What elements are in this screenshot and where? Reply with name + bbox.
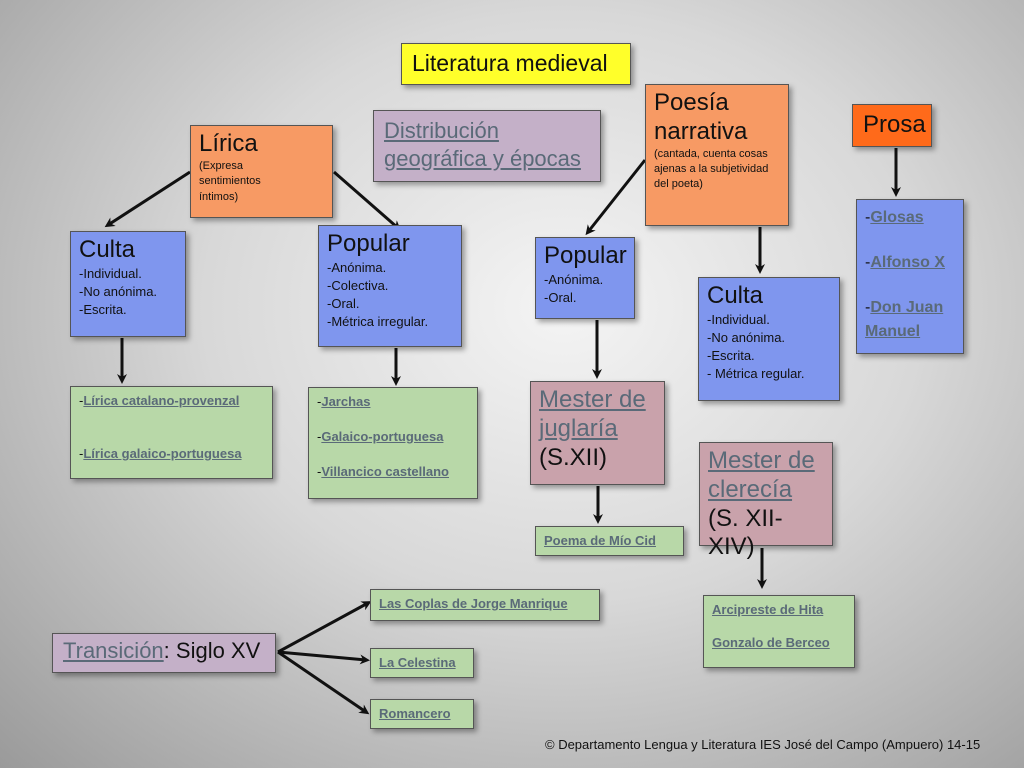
- mio-cid-link[interactable]: Poema de Mío Cid: [544, 533, 656, 548]
- mester-clerecia-box: Mester de clerecía (S. XII-XIV): [699, 442, 833, 560]
- distribucion-line1[interactable]: Distribución: [384, 118, 499, 143]
- arrow-transicion-celestina: [277, 650, 370, 665]
- footer-credit: © Departamento Lengua y Literatura IES J…: [545, 737, 981, 752]
- narrativa-popular-item: -Anónima.: [544, 271, 604, 287]
- narrativa-culta-item: -Escrita.: [707, 348, 755, 364]
- example-galaico-portuguesa[interactable]: -Lírica galaico-portuguesa: [79, 446, 242, 461]
- title-box: Literatura medieval: [401, 43, 631, 85]
- transicion-box: Transición: Siglo XV: [52, 633, 276, 673]
- narrativa-culta-box: Culta -Individual. -No anónima. -Escrita…: [698, 277, 840, 401]
- coplas-box: Las Coplas de Jorge Manrique: [370, 589, 600, 621]
- example-galaico-portuguesa-popular[interactable]: -Galaico-portuguesa: [317, 429, 444, 444]
- clerecia-century: (S. XII-XIV): [708, 504, 783, 561]
- romancero-box: Romancero: [370, 699, 474, 729]
- poesia-description: (cantada, cuenta cosas ajenas a la subje…: [654, 147, 769, 191]
- narrativa-culta-heading: Culta: [707, 282, 764, 309]
- romancero-link[interactable]: Romancero: [379, 706, 451, 721]
- prosa-item-don-juan[interactable]: -Don Juan Manuel: [865, 299, 944, 340]
- narrativa-popular-item: -Oral.: [544, 289, 577, 305]
- transicion-link[interactable]: Transición: [63, 638, 164, 663]
- page-title: Literatura medieval: [412, 50, 608, 76]
- lirica-popular-item: -Colectiva.: [327, 277, 389, 293]
- celestina-link[interactable]: La Celestina: [379, 655, 456, 670]
- lirica-culta-item: -Individual.: [79, 265, 142, 281]
- mester-juglaria-box: Mester de juglaría (S.XII): [530, 381, 665, 485]
- narrativa-culta-item: -Individual.: [707, 311, 770, 327]
- distribucion-line2[interactable]: geográfica y épocas: [384, 145, 581, 171]
- lirica-popular-box: Popular -Anónima. -Colectiva. -Oral. -Mé…: [318, 225, 462, 347]
- lirica-box: Lírica (Expresa sentimientos íntimos): [190, 125, 333, 218]
- example-villancico[interactable]: -Villancico castellano: [317, 464, 449, 479]
- lirica-culta-item: -Escrita.: [79, 302, 127, 318]
- transicion-rest: : Siglo XV: [163, 638, 261, 663]
- narrativa-popular-heading: Popular: [544, 242, 627, 269]
- narrativa-culta-item: -No anónima.: [707, 329, 786, 345]
- prosa-list-box: -Glosas -Alfonso X -Don Juan Manuel: [856, 199, 964, 354]
- example-berceo[interactable]: Gonzalo de Berceo: [712, 635, 830, 650]
- prosa-heading: Prosa: [863, 111, 926, 138]
- narrativa-popular-box: Popular -Anónima. -Oral.: [535, 237, 635, 319]
- mio-cid-box: Poema de Mío Cid: [535, 526, 684, 556]
- juglaria-line2[interactable]: juglaría: [539, 414, 618, 442]
- lirica-popular-item: -Anónima.: [327, 259, 387, 275]
- lirica-popular-heading: Popular: [327, 230, 410, 257]
- prosa-box: Prosa: [852, 104, 932, 147]
- clerecia-line1[interactable]: Mester de: [708, 447, 815, 474]
- coplas-link[interactable]: Las Coplas de Jorge Manrique: [379, 596, 568, 611]
- clerecia-examples-box: Arcipreste de Hita Gonzalo de Berceo: [703, 595, 855, 668]
- lirica-culta-item: -No anónima.: [79, 283, 158, 299]
- culta-examples-box: -Lírica catalano-provenzal -Lírica galai…: [70, 386, 273, 479]
- example-jarchas[interactable]: -Jarchas: [317, 394, 371, 409]
- juglaria-line1[interactable]: Mester de: [539, 386, 646, 413]
- juglaria-century: (S.XII): [539, 443, 608, 471]
- lirica-culta-box: Culta -Individual. -No anónima. -Escrita…: [70, 231, 186, 337]
- poesia-narrativa-box: Poesía narrativa (cantada, cuenta cosas …: [645, 84, 789, 226]
- celestina-box: La Celestina: [370, 648, 474, 678]
- prosa-item-alfonso[interactable]: -Alfonso X: [865, 254, 945, 272]
- lirica-popular-item: -Oral.: [327, 296, 360, 312]
- lirica-culta-heading: Culta: [79, 236, 136, 263]
- lirica-description: (Expresa sentimientos íntimos): [199, 159, 261, 203]
- example-arcipreste[interactable]: Arcipreste de Hita: [712, 602, 824, 617]
- poesia-line2: narrativa: [654, 117, 748, 145]
- lirica-heading: Lírica: [199, 130, 258, 157]
- example-catalano-provenzal[interactable]: -Lírica catalano-provenzal: [79, 393, 240, 408]
- arrow-transicion-coplas: [277, 601, 372, 654]
- clerecia-line2[interactable]: clerecía: [708, 475, 793, 503]
- poesia-line1: Poesía: [654, 89, 729, 116]
- narrativa-culta-item: - Métrica regular.: [707, 366, 805, 382]
- popular-examples-box: -Jarchas -Galaico-portuguesa -Villancico…: [308, 387, 478, 499]
- arrow-lirica-culta: [104, 170, 191, 228]
- distribucion-box[interactable]: Distribución geográfica y épocas: [373, 110, 601, 182]
- prosa-item-glosas[interactable]: -Glosas: [865, 209, 924, 226]
- arrow-transicion-romancero: [277, 650, 370, 715]
- lirica-popular-item: -Métrica irregular.: [327, 314, 429, 330]
